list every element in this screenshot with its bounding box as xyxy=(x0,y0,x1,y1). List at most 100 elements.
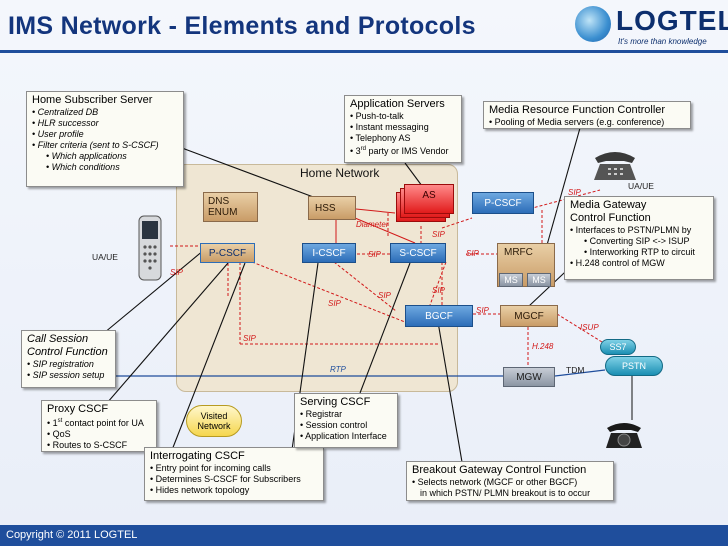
hss-subitem-1: Which applications xyxy=(51,151,127,161)
hss-item-2: HLR successor xyxy=(37,118,99,128)
s-cscf-label: S-CSCF xyxy=(399,247,437,259)
interrogating-item-3: Hides network topology xyxy=(155,485,250,495)
serving-item-3: Application Interface xyxy=(305,431,387,441)
ms-label-1: MS xyxy=(504,275,518,285)
p-cscf-visited-label: P-CSCF xyxy=(208,247,247,259)
hss-item-4: Filter criteria (sent to S-CSCF) xyxy=(37,140,159,150)
i-cscf-label: I-CSCF xyxy=(312,247,346,259)
desk-phone-icon[interactable] xyxy=(592,148,638,182)
bgcf-callout-title: Breakout Gateway Control Function xyxy=(412,464,587,476)
serving-item-1: Registrar xyxy=(305,409,343,419)
mrfc-callout-title: Media Resource Function Controller xyxy=(489,104,666,116)
home-network-label: Home Network xyxy=(300,166,380,180)
cscf-callout-title-2: Control Function xyxy=(27,346,108,358)
cscf-item-1: SIP registration xyxy=(32,359,94,369)
hss-item-1: Centralized DB xyxy=(37,107,99,117)
cscf-item-2: SIP session setup xyxy=(32,370,105,380)
ms-label-2: MS xyxy=(532,275,546,285)
sip-label-2: SIP xyxy=(368,250,381,259)
bgcf-node[interactable]: BGCF xyxy=(405,305,473,327)
ua-ue-right-label: UA/UE xyxy=(628,181,654,191)
hss-node[interactable]: HSS xyxy=(308,196,356,220)
serving-callout-title: Serving CSCF xyxy=(300,396,371,408)
ss7-label: SS7 xyxy=(609,342,627,352)
visited-network-node[interactable]: Visited Network xyxy=(186,405,242,437)
ms-node-1[interactable]: MS xyxy=(499,273,523,287)
hss-subitem-2: Which conditions xyxy=(51,162,120,172)
bgcf-item-1: Selects network (MGCF or other BGCF) xyxy=(417,477,578,487)
mrfc-callout: Media Resource Function Controller • Poo… xyxy=(483,101,691,129)
serving-item-2: Session control xyxy=(305,420,368,430)
sip-label-5: SIP xyxy=(568,188,581,197)
tdm-label: TDM xyxy=(566,365,585,375)
mgcf-label: MGCF xyxy=(514,310,544,322)
page-title: IMS Network - Elements and Protocols xyxy=(8,12,476,40)
interrogating-item-2: Determines S-CSCF for Subscribers xyxy=(155,474,301,484)
proxy-item-3: Routes to S-CSCF xyxy=(52,440,128,450)
interrogating-callout-title: Interrogating CSCF xyxy=(150,450,245,462)
as-callout: Application Servers • Push-to-talk • Ins… xyxy=(344,95,462,163)
diameter-label: Diameter xyxy=(356,220,389,229)
mgcf-item-2: H.248 control of MGW xyxy=(575,258,665,268)
as-node[interactable]: AS xyxy=(404,184,454,214)
mgcf-subitem-1: Converting SIP <-> ISUP xyxy=(589,236,690,246)
mgcf-callout: Media Gateway Control Function • Interfa… xyxy=(564,196,714,280)
serving-cscf-callout: Serving CSCF • Registrar • Session contr… xyxy=(294,393,398,448)
p-cscf-visited-node[interactable]: P-CSCF xyxy=(200,243,255,263)
pstn-label: PSTN xyxy=(621,361,646,371)
sip-label-1: SIP xyxy=(170,268,183,277)
cscf-callout-title-1: Call Session xyxy=(27,333,89,345)
proxy-cscf-callout: Proxy CSCF • 1st contact point for UA • … xyxy=(41,400,157,452)
logo-globe-icon xyxy=(575,6,611,42)
dns-enum-node[interactable]: DNS ENUM xyxy=(203,192,258,222)
hss-item-3: User profile xyxy=(37,129,84,139)
as-item-3: Telephony AS xyxy=(355,133,411,143)
network-label: Network xyxy=(197,421,231,431)
logo-tagline: It's more than knowledge xyxy=(618,37,707,46)
rotary-phone-icon[interactable] xyxy=(604,420,644,450)
mgcf-item-1: Interfaces to PSTN/PLMN by xyxy=(575,225,692,235)
dns-label: DNS xyxy=(208,196,230,207)
ss7-node[interactable]: SS7 xyxy=(600,339,636,355)
hss-callout: Home Subscriber Server • Centralized DB … xyxy=(26,91,184,187)
as-item-1: Push-to-talk xyxy=(355,111,404,121)
proxy-item-2: QoS xyxy=(52,429,71,439)
bgcf-callout: Breakout Gateway Control Function • Sele… xyxy=(406,461,614,501)
interrogating-item-1: Entry point for incoming calls xyxy=(155,463,271,473)
footer-bar xyxy=(0,525,728,546)
logo: LOGTEL xyxy=(616,5,728,36)
hss-callout-title: Home Subscriber Server xyxy=(32,94,153,106)
proxy-item-1-pre: 1 xyxy=(52,418,58,428)
proxy-callout-title: Proxy CSCF xyxy=(47,403,109,415)
interrogating-cscf-callout: Interrogating CSCF • Entry point for inc… xyxy=(144,447,324,501)
mgcf-callout-title-1: Media Gateway xyxy=(570,199,647,211)
header-divider xyxy=(0,50,728,53)
i-cscf-node[interactable]: I-CSCF xyxy=(302,243,356,263)
as-item-2: Instant messaging xyxy=(355,122,429,132)
as-item-4-sup: rd xyxy=(360,146,367,152)
ms-node-2[interactable]: MS xyxy=(527,273,551,287)
as-callout-title: Application Servers xyxy=(350,98,445,110)
sip-label-8: SIP xyxy=(328,299,341,308)
hss-label: HSS xyxy=(315,202,336,214)
mgcf-node[interactable]: MGCF xyxy=(500,305,558,327)
bgcf-item-1-cont: in which PSTN/ PLMN breakout is to occur xyxy=(420,488,591,498)
sip-label-9: SIP xyxy=(476,306,489,315)
pstn-node[interactable]: PSTN xyxy=(605,356,663,376)
bgcf-label: BGCF xyxy=(425,310,453,322)
proxy-item-1-post: contact point for UA xyxy=(62,418,144,428)
mobile-phone-icon[interactable] xyxy=(138,215,162,281)
enum-label: ENUM xyxy=(208,207,238,218)
as-item-4-pre: 3 xyxy=(355,146,361,156)
sip-label-6: SIP xyxy=(432,286,445,295)
as-label: AS xyxy=(422,190,436,201)
mgw-label: MGW xyxy=(516,371,542,383)
mgw-node[interactable]: MGW xyxy=(503,367,555,387)
sip-label-10: SIP xyxy=(243,334,256,343)
p-cscf-home-node[interactable]: P-CSCF xyxy=(472,192,534,214)
mgcf-subitem-2: Interworking RTP to circuit xyxy=(589,247,695,257)
rtp-label: RTP xyxy=(330,365,346,374)
sip-label-3: SIP xyxy=(432,230,445,239)
s-cscf-node[interactable]: S-CSCF xyxy=(390,243,446,263)
